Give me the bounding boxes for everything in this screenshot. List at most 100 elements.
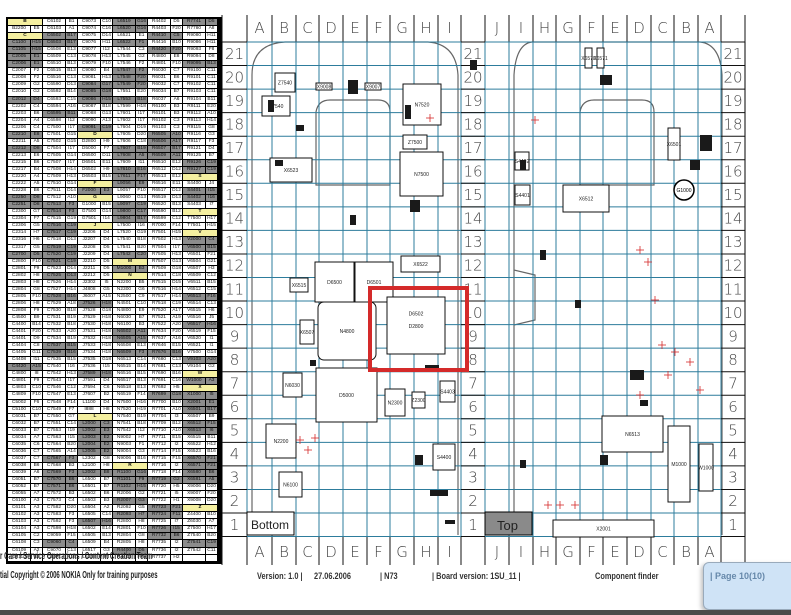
- table-cell-reference[interactable]: C2808: [8, 307, 31, 315]
- table-cell-reference[interactable]: N4501: [113, 300, 136, 308]
- table-cell-reference[interactable]: N6508: [113, 343, 136, 351]
- table-cell-reference[interactable]: R7515: [148, 279, 171, 287]
- component-d6502[interactable]: [386, 296, 446, 355]
- table-cell-reference[interactable]: N6516: [113, 371, 136, 379]
- table-cell-reference[interactable]: L2002: [78, 470, 101, 478]
- table-cell-location[interactable]: C13: [66, 54, 78, 62]
- table-cell-reference[interactable]: R7691: [148, 378, 171, 386]
- table-cell-location[interactable]: I7: [206, 202, 218, 210]
- table-cell-location[interactable]: F3: [66, 519, 78, 527]
- table-cell-location[interactable]: C19: [136, 202, 148, 210]
- table-cell-reference[interactable]: R9116: [183, 131, 206, 139]
- table-cell-reference[interactable]: R1101: [113, 477, 136, 485]
- table-cell-location[interactable]: G2: [136, 54, 148, 62]
- table-cell-location[interactable]: B6: [206, 470, 218, 478]
- table-cell-reference[interactable]: C1100: [8, 40, 31, 48]
- table-cell-reference[interactable]: R4410: [148, 33, 171, 41]
- table-cell-reference[interactable]: J7533: [78, 343, 101, 351]
- table-cell-reference[interactable]: C6508: [43, 47, 66, 55]
- table-cell-location[interactable]: A11: [136, 329, 148, 337]
- component-d5000[interactable]: [315, 367, 378, 423]
- table-cell-reference[interactable]: G1000: [78, 202, 101, 210]
- table-cell-reference[interactable]: L2004: [78, 441, 101, 449]
- table-cell-location[interactable]: H13: [101, 54, 113, 62]
- table-cell-location[interactable]: G8: [136, 533, 148, 541]
- table-cell-reference[interactable]: C6594: [43, 103, 66, 111]
- table-cell-location[interactable]: B6: [31, 188, 43, 196]
- table-cell-location[interactable]: A10: [171, 406, 183, 414]
- table-cell-location[interactable]: G2: [136, 491, 148, 499]
- table-cell-location[interactable]: B15: [66, 357, 78, 365]
- table-cell-location[interactable]: F8: [206, 47, 218, 55]
- table-cell-location[interactable]: B17: [66, 40, 78, 48]
- table-cell-reference[interactable]: N7542: [113, 427, 136, 435]
- table-cell-location[interactable]: E15: [171, 434, 183, 442]
- table-cell-location[interactable]: G7: [31, 209, 43, 217]
- table-cell-location[interactable]: A13: [101, 117, 113, 125]
- table-cell-location[interactable]: J4: [206, 181, 218, 189]
- table-cell-location[interactable]: B4: [31, 166, 43, 175]
- table-cell-reference[interactable]: C7519: [43, 244, 66, 252]
- table-cell-reference[interactable]: N6513: [113, 357, 136, 365]
- table-cell-location[interactable]: A10: [206, 110, 218, 118]
- table-cell-location[interactable]: G2: [206, 364, 218, 372]
- table-cell-reference[interactable]: R6510: [148, 159, 171, 167]
- table-cell-reference[interactable]: R6101: [148, 110, 171, 118]
- table-cell-location[interactable]: C20: [136, 251, 148, 259]
- table-cell-location[interactable]: F21: [171, 505, 183, 513]
- table-cell-reference[interactable]: C6101: [8, 505, 31, 513]
- table-cell-reference[interactable]: Z7541: [183, 540, 206, 548]
- table-cell-location[interactable]: H5: [171, 385, 183, 393]
- table-cell-reference[interactable]: R7518: [148, 300, 171, 308]
- table-cell-location[interactable]: A15: [31, 364, 43, 372]
- table-cell-reference[interactable]: C2805: [8, 293, 31, 301]
- table-cell-reference[interactable]: C6055: [8, 491, 31, 499]
- table-cell-location[interactable]: C19: [101, 124, 113, 132]
- table-cell-location[interactable]: H6: [206, 307, 218, 315]
- table-cell-reference[interactable]: R4801: [148, 61, 171, 69]
- component-n2200[interactable]: [265, 423, 297, 459]
- table-cell-reference[interactable]: L7540: [113, 237, 136, 245]
- table-cell-location[interactable]: A7: [206, 519, 218, 527]
- table-cell-reference[interactable]: C9074: [78, 26, 101, 34]
- table-cell-location[interactable]: C7: [171, 82, 183, 90]
- table-cell-reference[interactable]: C2007: [8, 68, 31, 76]
- table-cell-reference[interactable]: C6037: [8, 455, 31, 463]
- table-cell-location[interactable]: F7: [101, 145, 113, 153]
- table-cell-location[interactable]: G3: [101, 547, 113, 555]
- table-cell-location[interactable]: H15: [101, 96, 113, 104]
- table-cell-reference[interactable]: C7511: [43, 188, 66, 196]
- table-cell-reference[interactable]: R6516: [148, 181, 171, 189]
- table-cell-location[interactable]: B6: [31, 159, 43, 167]
- component-g1000[interactable]: [673, 179, 695, 201]
- table-cell-location[interactable]: G15: [66, 138, 78, 146]
- table-cell-location[interactable]: I15: [101, 364, 113, 372]
- table-cell-location[interactable]: G5: [136, 505, 148, 513]
- table-cell-reference[interactable]: R4800: [148, 54, 171, 62]
- table-cell-reference[interactable]: R9104: [183, 96, 206, 104]
- table-cell-location[interactable]: D8: [31, 195, 43, 203]
- table-cell-location[interactable]: F10: [31, 258, 43, 266]
- table-cell-reference[interactable]: R2093: [113, 512, 136, 520]
- table-cell-reference[interactable]: R6512: [148, 166, 171, 175]
- table-cell-reference[interactable]: L7500: [113, 223, 136, 231]
- table-cell-location[interactable]: H2: [171, 554, 183, 562]
- table-cell-location[interactable]: F9: [31, 378, 43, 386]
- table-cell-location[interactable]: B10: [171, 40, 183, 48]
- table-cell-reference[interactable]: C2801: [8, 265, 31, 273]
- table-cell-location[interactable]: I16: [206, 195, 218, 203]
- table-cell-reference[interactable]: L2005: [78, 448, 101, 456]
- table-cell-location[interactable]: G16: [136, 26, 148, 34]
- table-cell-location[interactable]: A17: [171, 138, 183, 146]
- table-cell-reference[interactable]: C7530: [43, 307, 66, 315]
- table-cell-reference[interactable]: R7724: [148, 512, 171, 520]
- table-cell-location[interactable]: B3: [136, 322, 148, 330]
- table-cell-location[interactable]: H8: [31, 279, 43, 287]
- table-cell-location[interactable]: B5: [136, 279, 148, 287]
- table-cell-location[interactable]: F9: [136, 477, 148, 485]
- table-cell-location[interactable]: B13: [206, 61, 218, 69]
- table-cell-reference[interactable]: C7526: [43, 279, 66, 287]
- table-cell-reference[interactable]: C6102: [8, 512, 31, 520]
- component-z7540[interactable]: [274, 72, 296, 93]
- table-cell-location[interactable]: B19: [66, 314, 78, 323]
